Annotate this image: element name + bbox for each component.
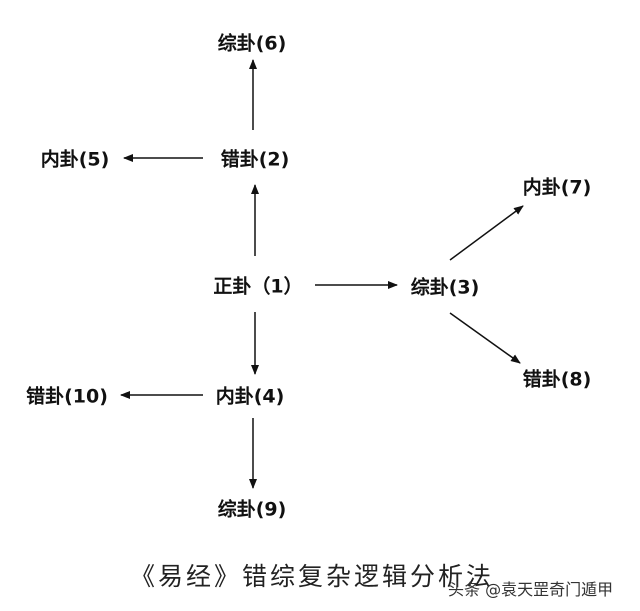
node-zong-6: 综卦(6)	[217, 32, 287, 55]
arrow-3-to-8	[449, 312, 521, 364]
node-nei-7: 内卦(7)	[522, 176, 592, 199]
node-cuo-10: 错卦(10)	[26, 385, 108, 408]
node-cuo-8: 错卦(8)	[522, 368, 592, 391]
watermark: 头条 @袁天罡奇门遁甲	[448, 580, 614, 599]
node-zong-3: 综卦(3)	[410, 276, 480, 299]
arrow-3-to-7	[449, 205, 524, 261]
node-nei-4: 内卦(4)	[215, 385, 285, 408]
node-zheng-1: 正卦（1）	[213, 275, 303, 298]
node-cuo-2: 错卦(2)	[220, 148, 290, 171]
caption: 《易经》错综复杂逻辑分析法	[130, 562, 495, 591]
node-zong-9: 综卦(9)	[217, 498, 287, 521]
node-nei-5: 内卦(5)	[40, 148, 110, 171]
